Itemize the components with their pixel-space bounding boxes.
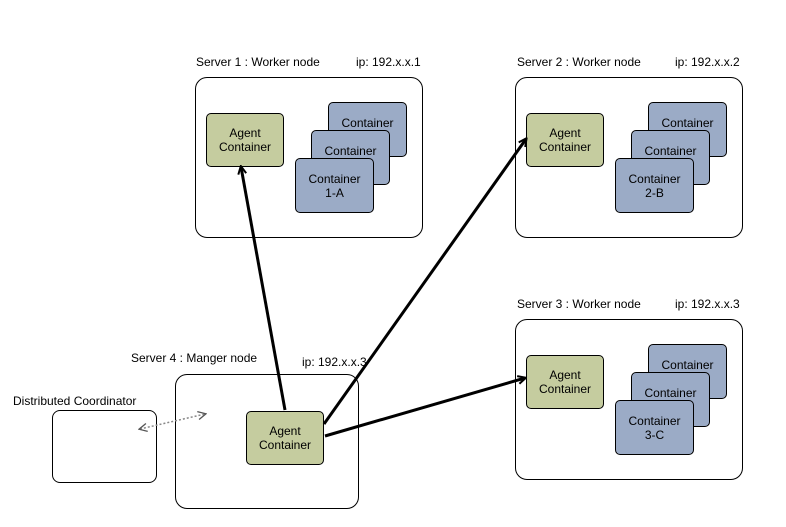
manager-agent-label: Agent Container	[258, 424, 312, 452]
server-2-container-front-label: Container 2-B	[628, 171, 681, 200]
manager-box: Agent Container	[175, 374, 359, 509]
server-3-agent-container: Agent Container	[526, 355, 604, 409]
manager-ip: ip: 192.x.x.3	[302, 355, 367, 369]
server-3-ip: ip: 192.x.x.3	[675, 297, 740, 311]
server-2-ip: ip: 192.x.x.2	[675, 55, 740, 69]
manager-title: Server 4 : Manger node	[131, 351, 258, 365]
manager-agent-container: Agent Container	[246, 411, 324, 465]
server-2-title: Server 2 : Worker node	[517, 55, 641, 69]
arrow-manager-to-server-1	[241, 167, 287, 411]
server-3-container-front-label: Container 3-C	[628, 413, 681, 442]
server-1-title: Server 1 : Worker node	[196, 55, 320, 69]
server-2-container-front: Container 2-B	[615, 158, 694, 213]
server-3-box: Agent Container Container Container Cont…	[515, 319, 743, 480]
server-1-box: Agent Container Container Container Cont…	[195, 77, 423, 238]
server-2-box: Agent Container Container Container Cont…	[515, 77, 743, 238]
server-1-agent-label: Agent Container	[218, 126, 272, 154]
arrow-manager-to-server-2	[322, 139, 526, 425]
server-3-title: Server 3 : Worker node	[517, 297, 641, 311]
server-2-agent-label: Agent Container	[538, 126, 592, 154]
server-3-agent-label: Agent Container	[538, 368, 592, 396]
server-1-agent-container: Agent Container	[206, 113, 284, 167]
server-1-ip: ip: 192.x.x.1	[356, 55, 421, 69]
coordinator-title: Distributed Coordinator	[13, 394, 137, 408]
server-1-container-front: Container 1-A	[295, 158, 374, 213]
dotted-link-coordinator-manager	[140, 414, 205, 429]
server-1-container-front-label: Container 1-A	[308, 171, 361, 200]
arrow-manager-to-server-3	[324, 378, 525, 438]
server-3-container-front: Container 3-C	[615, 400, 694, 455]
